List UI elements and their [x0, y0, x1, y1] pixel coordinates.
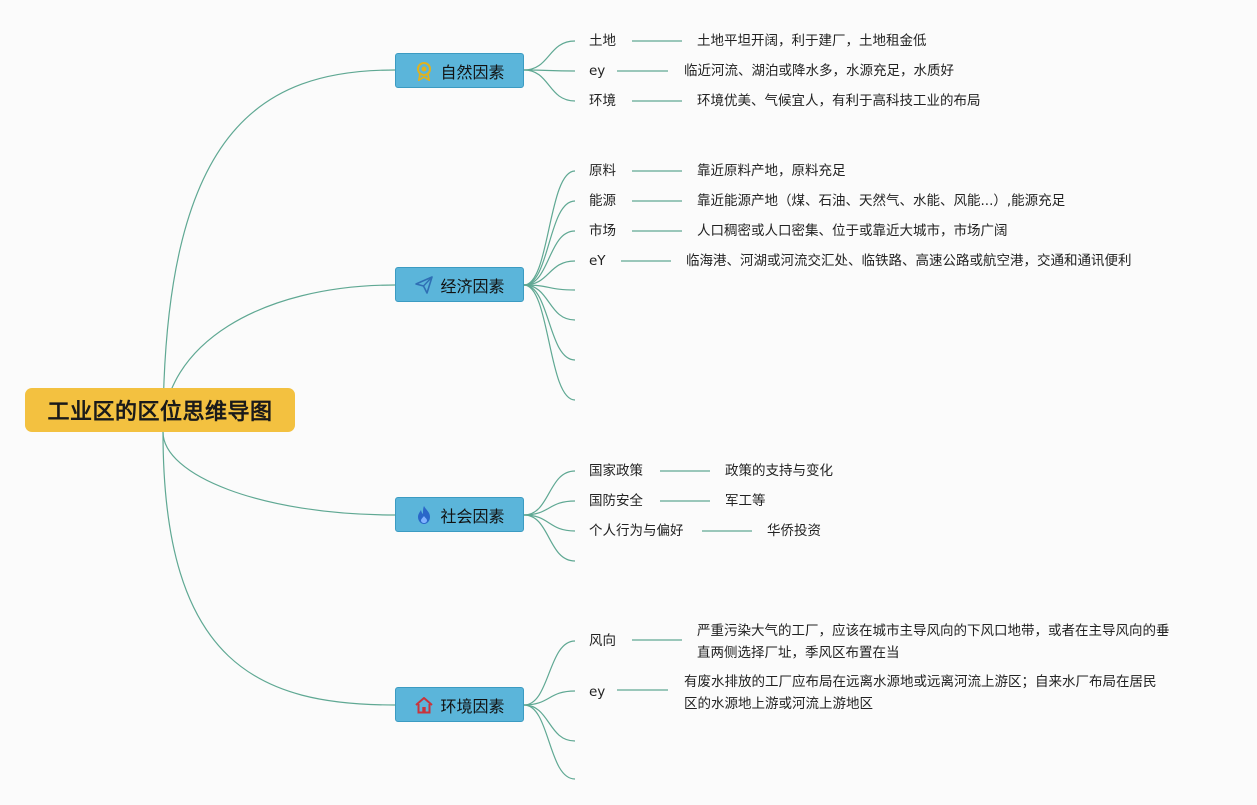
award-medal-icon — [414, 61, 434, 81]
topic-energy[interactable]: 能源 — [589, 193, 616, 209]
topic-market[interactable]: 市场 — [589, 223, 616, 239]
desc-line: 有废水排放的工厂应布局在远离水源地或远离河流上游区；自来水厂布局在居民 — [684, 674, 1157, 690]
topic-transport-desc[interactable]: 临海港、河湖或河流交汇处、临铁路、高速公路或航空港，交通和通讯便利 — [686, 253, 1132, 269]
branch-to-topic-connector — [523, 40, 576, 71]
branch-label: 自然因素 — [440, 62, 505, 82]
branch-to-topic-connector — [523, 230, 576, 286]
topic-wind-direction-desc[interactable]: 严重污染大气的工厂，应该在城市主导风向的下风口地带，或者在主导风向的垂 直两侧选… — [697, 620, 1197, 664]
branch-natural-factors[interactable]: 自然因素 — [395, 53, 524, 88]
topic-personal-preference-desc[interactable]: 华侨投资 — [767, 523, 821, 539]
paper-plane-icon — [414, 275, 434, 295]
branch-to-topic-connector — [523, 470, 576, 516]
topic-transport[interactable]: eY — [589, 253, 606, 269]
desc-line: 严重污染大气的工厂，应该在城市主导风向的下风口地带，或者在主导风向的垂 — [697, 623, 1170, 639]
topic-environment[interactable]: 环境 — [589, 93, 616, 109]
root-title: 工业区的区位思维导图 — [47, 400, 273, 425]
topic-national-defense-desc[interactable]: 军工等 — [725, 493, 766, 509]
topic-market-desc[interactable]: 人口稠密或人口密集、位于或靠近大城市，市场广阔 — [697, 223, 1008, 239]
branch-to-topic-connector — [523, 704, 576, 780]
root-to-branch-connector — [162, 69, 396, 433]
topic-water[interactable]: ey — [589, 63, 606, 79]
branch-label: 环境因素 — [440, 696, 505, 716]
topic-national-policy-desc[interactable]: 政策的支持与变化 — [725, 463, 833, 479]
topic-national-policy[interactable]: 国家政策 — [589, 463, 643, 479]
branch-label: 经济因素 — [440, 276, 505, 296]
branch-to-topic-connector — [523, 260, 576, 286]
branch-to-topic-connector — [523, 514, 576, 532]
branch-social-factors[interactable]: 社会因素 — [395, 497, 524, 532]
root-to-branch-connector — [162, 431, 396, 706]
desc-line: 直两侧选择厂址，季风区布置在当 — [697, 645, 900, 661]
branch-to-topic-connector — [523, 640, 576, 706]
topic-land-desc[interactable]: 土地平坦开阔，利于建厂，土地租金低 — [697, 33, 927, 49]
topic-energy-desc[interactable]: 靠近能源产地（煤、石油、天然气、水能、风能...）,能源充足 — [697, 193, 1066, 209]
topic-water-desc[interactable]: 临近河流、湖泊或降水多，水源充足，水质好 — [684, 63, 954, 79]
topic-water-source-desc[interactable]: 有废水排放的工厂应布局在远离水源地或远离河流上游区；自来水厂布局在居民 区的水源… — [684, 671, 1194, 715]
flame-icon — [414, 505, 434, 525]
branch-to-topic-connector — [523, 69, 576, 102]
branch-to-topic-connector — [523, 284, 576, 321]
branch-label: 社会因素 — [440, 506, 505, 526]
branch-to-topic-connector — [523, 514, 576, 562]
branch-to-topic-connector — [523, 690, 576, 706]
branch-to-topic-connector — [523, 170, 576, 286]
branch-economic-factors[interactable]: 经济因素 — [395, 267, 524, 302]
topic-personal-preference[interactable]: 个人行为与偏好 — [589, 523, 684, 539]
topic-wind-direction[interactable]: 风向 — [589, 633, 616, 649]
branch-to-topic-connector — [523, 500, 576, 516]
branch-to-topic-connector — [523, 200, 576, 286]
root-topic[interactable]: 工业区的区位思维导图 — [25, 388, 295, 432]
topic-raw-materials-desc[interactable]: 靠近原料产地，原料充足 — [697, 163, 846, 179]
topic-land[interactable]: 土地 — [589, 33, 616, 49]
house-icon — [414, 695, 434, 715]
topic-environment-desc[interactable]: 环境优美、气候宜人，有利于高科技工业的布局 — [697, 93, 981, 109]
branch-environmental-factors[interactable]: 环境因素 — [395, 687, 524, 722]
branch-to-topic-connector — [523, 284, 576, 361]
topic-water-source[interactable]: ey — [589, 684, 606, 700]
root-to-branch-connector — [162, 431, 396, 516]
desc-line: 区的水源地上游或河流上游地区 — [684, 696, 873, 712]
topic-raw-materials[interactable]: 原料 — [589, 163, 616, 179]
branch-to-topic-connector — [523, 704, 576, 742]
topic-national-defense[interactable]: 国防安全 — [589, 493, 643, 509]
branch-to-topic-connector — [523, 284, 576, 401]
